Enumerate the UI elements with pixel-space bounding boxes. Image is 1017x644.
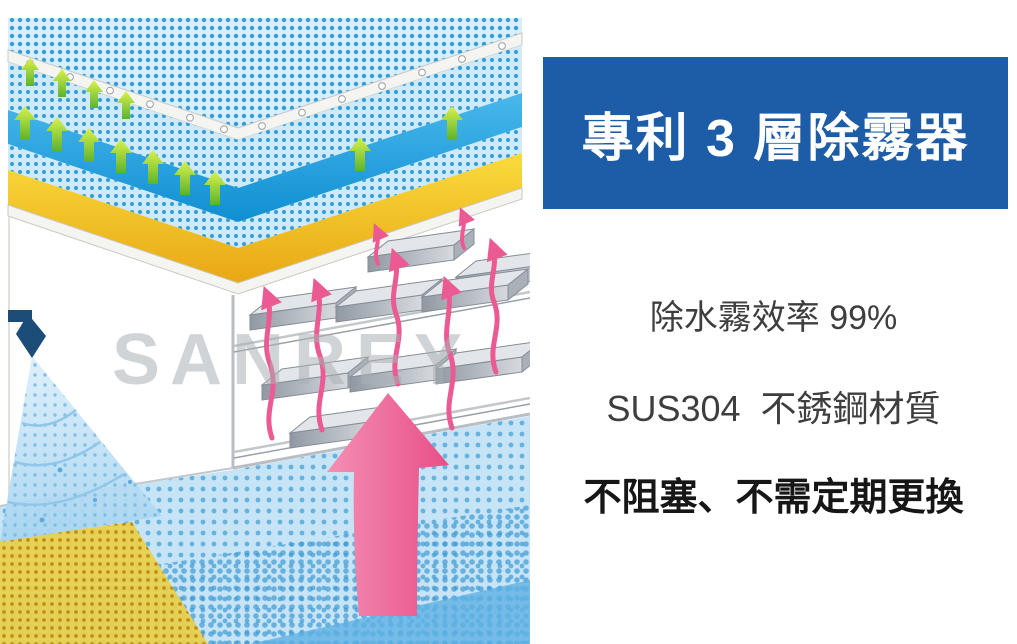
- flow-arrow-icon: [388, 247, 410, 387]
- text-panel: 專利 3 層除霧器 除水霧效率 99% SUS304 不銹鋼材質 不阻塞、不需定…: [530, 0, 1017, 644]
- blue-layer: [8, 93, 522, 222]
- green-up-arrows: [14, 58, 463, 205]
- green-arrow-icon: [142, 150, 164, 184]
- green-arrow-icon: [174, 161, 196, 195]
- feature-efficiency: 除水霧效率 99%: [649, 299, 898, 337]
- title-banner: 專利 3 層除霧器: [543, 57, 1008, 209]
- green-arrow-icon: [14, 106, 36, 140]
- dotted-mesh-layer-lower: [8, 127, 522, 248]
- green-arrow-icon: [204, 171, 226, 205]
- yellow-basin-strip: [0, 522, 208, 644]
- flow-arrow-icon: [311, 277, 332, 433]
- watermark-text: SANREY: [112, 320, 472, 400]
- flow-arrow-icon: [441, 275, 462, 431]
- page-title: 專利 3 層除霧器: [581, 109, 970, 168]
- dotted-mesh-layer-upper: [8, 45, 522, 188]
- pink-flow-arrows: [261, 207, 508, 441]
- feature-maintenance: 不阻塞、不需定期更換: [583, 477, 964, 519]
- green-arrow-icon: [117, 91, 135, 119]
- green-arrow-icon: [46, 117, 68, 151]
- bottom-frame-band: [7, 187, 523, 295]
- demister-diagram: SANREY: [0, 18, 563, 644]
- yellow-layer: [8, 153, 522, 283]
- flow-arrow-icon: [372, 223, 389, 266]
- green-arrow-icon: [110, 139, 132, 173]
- spray-nozzle-icon: [8, 310, 46, 358]
- green-arrow-icon: [53, 69, 71, 97]
- flow-arrow-icon: [261, 285, 282, 441]
- green-arrow-icon: [349, 137, 371, 171]
- green-arrow-icon: [85, 80, 103, 108]
- feature-material: SUS304 不銹鋼材質: [606, 388, 941, 429]
- spray-cone: [0, 356, 162, 542]
- main-airflow-arrow-icon: [327, 393, 449, 616]
- flow-arrow-icon: [458, 207, 475, 250]
- green-arrow-icon: [78, 128, 100, 162]
- green-arrow-icon: [441, 106, 463, 140]
- spray-assembly: [0, 310, 162, 542]
- demister-illustration: SANREY: [0, 18, 563, 644]
- green-arrow-icon: [21, 58, 39, 86]
- top-mesh-surface: [8, 18, 522, 128]
- eliminator-layer-stack: [7, 18, 523, 295]
- flow-arrow-icon: [486, 237, 508, 375]
